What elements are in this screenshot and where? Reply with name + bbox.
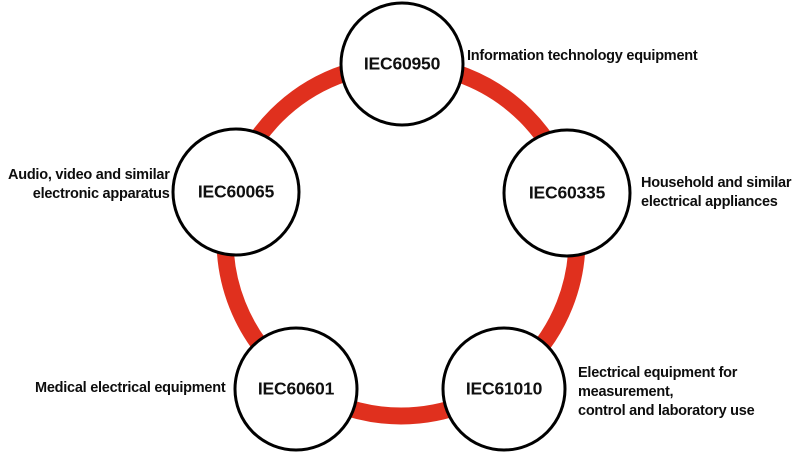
node-label-iec60335: IEC60335 — [529, 183, 606, 203]
caption-iec60065: Audio, video and similar electronic appa… — [8, 167, 170, 202]
node-label-iec60601: IEC60601 — [258, 379, 335, 399]
node-circle-iec60335[interactable] — [502, 128, 632, 258]
node-circle-iec60065[interactable] — [171, 127, 301, 257]
node-label-iec60065: IEC60065 — [198, 182, 275, 202]
caption-iec60335: Household and similar electrical applian… — [641, 175, 792, 210]
caption-iec61010: Electrical equipment for measurement, co… — [578, 365, 755, 419]
node-circle-iec60950[interactable] — [339, 1, 465, 127]
node-circle-iec60601[interactable] — [233, 326, 359, 452]
node-label-iec60950: IEC60950 — [364, 54, 441, 74]
node-circle-iec61010[interactable] — [441, 326, 567, 452]
node-label-iec61010: IEC61010 — [466, 379, 543, 399]
caption-iec60601: Medical electrical equipment — [35, 380, 226, 396]
caption-iec60950: Information technology equipment — [467, 48, 698, 64]
